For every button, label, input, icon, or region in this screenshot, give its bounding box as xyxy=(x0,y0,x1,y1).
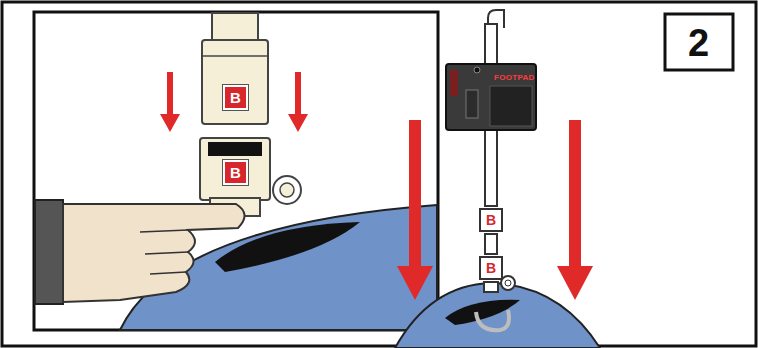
part-tag: B xyxy=(223,160,248,185)
part-tag: B xyxy=(479,208,503,232)
device-label: FOOTPAD xyxy=(494,74,535,82)
part-tag: B xyxy=(479,256,503,280)
step-number: 2 xyxy=(688,24,709,62)
part-tag: B xyxy=(223,85,248,110)
